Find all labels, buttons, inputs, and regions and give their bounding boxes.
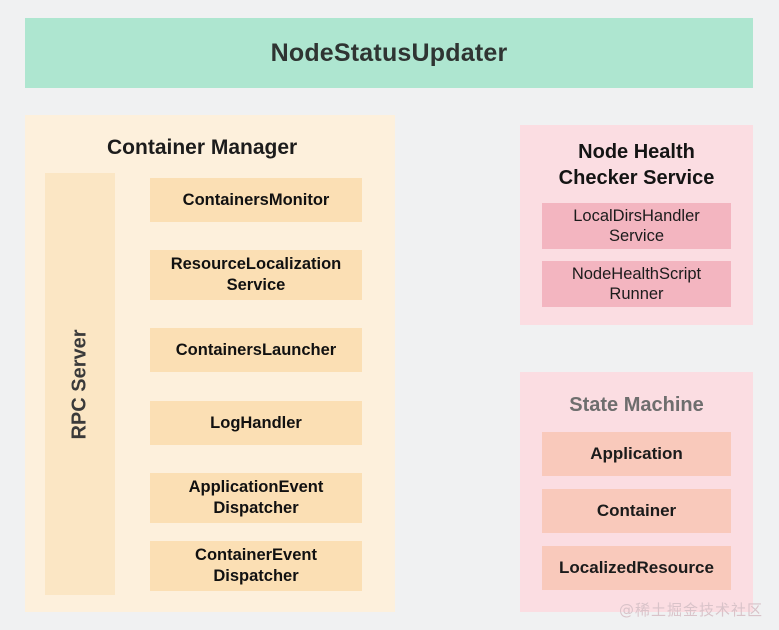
item-resource-localization-service-label: ResourceLocalization Service [171,254,342,295]
watermark: @稀土掘金技术社区 [618,601,763,619]
item-node-health-script-runner-label: NodeHealthScript Runner [572,264,701,304]
spacer [150,222,362,250]
container-manager-title: Container Manager [107,136,298,159]
spacer [542,476,731,489]
item-application-label: Application [590,443,683,463]
item-local-dirs-handler-service: LocalDirsHandler Service [542,203,731,249]
node-health-checker-service-panel: Node Health Checker Service LocalDirsHan… [520,125,753,325]
item-container-event-dispatcher-label: ContainerEvent Dispatcher [195,545,317,586]
node-health-item-list: LocalDirsHandler Service NodeHealthScrip… [542,203,731,307]
item-localized-resource-label: LocalizedResource [559,557,714,577]
item-containers-monitor-label: ContainersMonitor [182,190,330,209]
header-title: NodeStatusUpdater [270,38,508,67]
spacer [542,249,731,261]
spacer [150,523,362,541]
spacer [150,372,362,401]
item-log-handler-label: LogHandler [210,413,302,432]
line-2: Service [608,227,665,245]
container-manager-panel: Container Manager RPC Server ContainersM… [25,115,395,612]
rpc-server-block: RPC Server [45,173,115,595]
item-node-health-script-runner: NodeHealthScript Runner [542,261,731,307]
spacer [542,533,731,546]
node-health-checker-service-title: Node Health Checker Service [538,139,735,191]
item-localized-resource: LocalizedResource [542,546,731,590]
item-containers-monitor: ContainersMonitor [150,178,362,222]
container-manager-item-list: ContainersMonitor ResourceLocalization S… [150,178,362,591]
line-1: ApplicationEvent [188,478,324,497]
line-1: ResourceLocalization [170,255,342,274]
rpc-server-label: RPC Server [68,328,91,440]
line-2: Service [226,276,286,294]
spacer [150,445,362,473]
node-status-updater-header: NodeStatusUpdater [25,18,753,88]
line-2: Checker Service [558,167,715,189]
state-machine-item-list: Application Container LocalizedResource [542,432,731,590]
item-container-event-dispatcher: ContainerEvent Dispatcher [150,541,362,591]
item-application-event-dispatcher: ApplicationEvent Dispatcher [150,473,362,523]
state-machine-title: State Machine [569,394,704,416]
line-2: Runner [609,285,664,303]
item-log-handler: LogHandler [150,401,362,445]
item-containers-launcher-label: ContainersLauncher [175,340,337,359]
line-1: Node Health [578,141,695,163]
item-container: Container [542,489,731,533]
item-resource-localization-service: ResourceLocalization Service [150,250,362,300]
line-1: NodeHealthScript [571,264,702,283]
item-container-label: Container [596,500,677,520]
line-1: LocalDirsHandler [573,206,700,225]
line-2: Dispatcher [213,567,299,585]
item-application: Application [542,432,731,476]
item-containers-launcher: ContainersLauncher [150,328,362,372]
line-1: ContainerEvent [195,546,317,565]
line-2: Dispatcher [213,499,299,517]
spacer [150,300,362,328]
item-local-dirs-handler-service-label: LocalDirsHandler Service [573,206,700,246]
state-machine-panel: State Machine Application Container Loca… [520,372,753,612]
item-application-event-dispatcher-label: ApplicationEvent Dispatcher [189,477,324,518]
